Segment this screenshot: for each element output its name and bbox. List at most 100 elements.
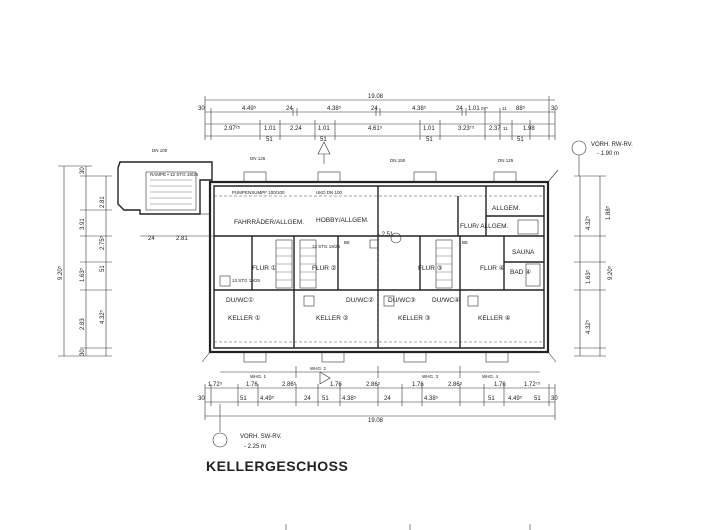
- room-labels: PUMPENSUMPF 100/100 UKD DN 100 FAHRRÄDER…: [226, 190, 535, 322]
- top-dim-51b: 51: [320, 137, 327, 143]
- room-fahrraeder: FAHRRÄDER/ALLGEM.: [234, 218, 304, 226]
- bot-dim-286a: 2.86⁵: [282, 381, 297, 388]
- bot-dim-51c: 51: [488, 396, 495, 402]
- bot-dim-286b: 2.86⁵: [366, 381, 381, 388]
- sw-marker-label: VORH. SW-RV.: [240, 434, 282, 440]
- top-dim-438b: 4.38⁵: [412, 105, 427, 112]
- top-dimension-chain: 19.08 30 4.49⁵ 24 4.38⁵ 24 4.38⁵ 24 1.01…: [198, 94, 558, 143]
- ukd-label: UKD DN 100: [316, 190, 343, 195]
- left-dim-210: 2.81: [100, 196, 106, 208]
- top-dim-11: 11: [502, 106, 507, 111]
- room-allgem-top: ALLGEM.: [492, 205, 520, 212]
- stair-label-1: 13 STG 19/25: [232, 278, 261, 283]
- pump-sump-label: PUMPENSUMPF 100/100: [232, 190, 285, 195]
- stair-label-2: 13 STG 19/25: [312, 244, 341, 249]
- bottom-light-wells: [243, 351, 509, 363]
- unit-3: WHG. 3: [422, 374, 438, 379]
- room-duwc-1: DU/WC①: [226, 296, 254, 304]
- bot-dim-449b: 4.49⁵: [508, 395, 523, 402]
- bot-dim-438b: 4.38⁵: [424, 395, 439, 402]
- bot-dim-438a: 4.38⁵: [342, 395, 357, 402]
- rw-marker-label: VORH. RW-RV.: [591, 142, 633, 148]
- bot-dim-172b: 1.72⁷⁵: [524, 381, 541, 388]
- bot-dim-1725: 1.72⁵: [208, 381, 223, 388]
- top-dim-101: 1.01: [468, 106, 480, 112]
- bot-dim-176d: 1.76: [494, 382, 506, 388]
- right-dim-163: 1.63⁵: [585, 269, 592, 284]
- bot-dim-24a: 24: [304, 396, 311, 402]
- top-dim-449: 4.49⁵: [242, 105, 257, 112]
- ramp: RAMPE • 12 STG 19/25 DN 100: [117, 148, 213, 215]
- service-lines: [214, 195, 544, 348]
- top-dim-461: 4.61⁵: [368, 125, 383, 132]
- top-dim-323: 3.23⁷⁵: [458, 125, 475, 132]
- unit-1: WHG. 1: [250, 374, 266, 379]
- bot-dim-24b: 24: [384, 396, 391, 402]
- bot-dim-51d: 51: [534, 396, 541, 402]
- top-total-dim: 19.08: [368, 94, 384, 100]
- top-dim-51a: 51: [266, 137, 273, 143]
- room-flur-3: FLUR ③: [418, 264, 443, 272]
- bottom-total-dim: 19.08: [368, 418, 384, 424]
- dn-label-top1: DN 125: [250, 156, 266, 161]
- dn-label-top2: DN 150: [390, 158, 406, 163]
- bot-dim-30a: 30: [198, 396, 205, 402]
- top-dim-30b: 30: [551, 106, 558, 112]
- room-duwc-3: DU/WC③: [388, 296, 416, 304]
- right-dim-432a: 4.32⁵: [585, 215, 592, 230]
- sw-marker-depth: - 2.25 m: [244, 444, 266, 450]
- room-keller-3: KELLER ③: [398, 314, 431, 322]
- left-dimension-chains: 9.20⁵ 30 3.91 2.81 2.75⁵ 1.63⁵ 2.83 4.32…: [57, 165, 214, 357]
- room-keller-1: KELLER ①: [228, 314, 261, 322]
- left-dim-24: 24: [148, 236, 155, 242]
- left-dim-283: 2.83: [80, 318, 86, 330]
- interior-walls: [214, 186, 544, 348]
- ramp-label: RAMPE • 12 STG 19/25: [150, 172, 199, 177]
- bot-dim-51a: 51: [240, 396, 247, 402]
- section-arrow-top: [317, 141, 331, 164]
- left-dim-51: 51: [100, 265, 106, 272]
- left-total-dim: 9.20⁵: [57, 265, 64, 280]
- bot-dim-176c: 1.76: [412, 382, 424, 388]
- room-duwc-2: DU/WC②: [346, 296, 374, 304]
- sanitary-fixtures: BE BE: [219, 219, 541, 307]
- left-dim-281: 2.81: [176, 236, 188, 242]
- top-dim-224: 2.24: [290, 126, 302, 132]
- room-sauna: SAUNA: [512, 249, 535, 256]
- room-flur-2: FLUR ②: [312, 264, 337, 272]
- unit-2: WHG. 2: [310, 366, 326, 371]
- right-total-dim: 9.20⁵: [607, 265, 614, 280]
- crop-marks: [285, 524, 531, 530]
- be-label-2: BE: [462, 240, 468, 245]
- bot-dim-176b: 1.76: [330, 382, 342, 388]
- top-dim-297: 2.97²⁵: [224, 125, 241, 132]
- top-dim-101b: 1.01: [318, 126, 330, 132]
- room-bad: BAD ④: [510, 268, 531, 276]
- room-flur-allgem: FLUR/ ALLGEM.: [460, 223, 509, 230]
- drawing-title: KELLERGESCHOSS: [206, 458, 348, 474]
- staircases: 13 STG 19/25 13 STG 19/25: [232, 239, 453, 289]
- left-dim-391: 3.91: [80, 218, 86, 230]
- left-dim-30a: 30: [80, 167, 86, 174]
- right-dimension-chains: 4.32⁵ 1.88⁵ 1.63⁵ 4.32⁵ 9.20⁵: [574, 175, 614, 357]
- unit-4: WHG. 4: [482, 374, 498, 379]
- top-dim-24b: 24: [371, 106, 378, 112]
- top-dim-51c: 51: [426, 137, 433, 143]
- rw-connection-marker: VORH. RW-RV. - 1.90 m: [571, 140, 633, 176]
- bot-dim-176a: 1.76: [246, 382, 258, 388]
- dn-label-ramp: DN 100: [152, 148, 168, 153]
- right-dim-432b: 4.32⁵: [585, 319, 592, 334]
- bot-dim-51b: 51: [322, 396, 329, 402]
- room-keller-4: KELLER ④: [478, 314, 511, 322]
- left-dim-275: 2.75⁵: [99, 235, 106, 250]
- top-dim-101c: 1.01: [423, 126, 435, 132]
- top-light-wells: DN 125 DN 150 DN 125: [243, 156, 517, 183]
- top-dim-198: 1.98: [523, 126, 535, 132]
- dn-label-top3: DN 125: [498, 158, 514, 163]
- bot-dim-449a: 4.49⁵: [260, 395, 275, 402]
- top-dim-24c: 24: [456, 106, 463, 112]
- level-mark: - 2.51: [378, 232, 394, 238]
- left-dim-432: 4.32⁵: [99, 309, 106, 324]
- right-dim-188: 1.88⁵: [605, 205, 612, 220]
- room-duwc-4: DU/WC④: [432, 296, 460, 304]
